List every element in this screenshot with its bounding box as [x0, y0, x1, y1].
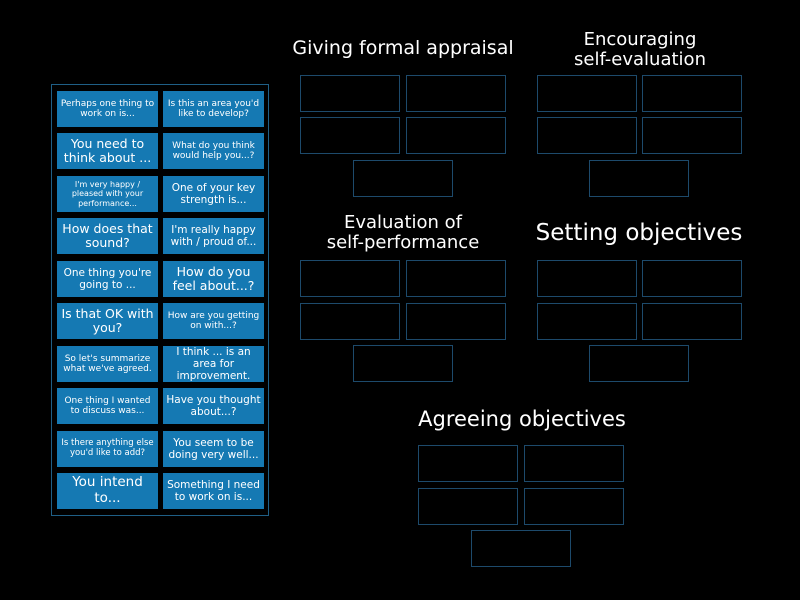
card-text: How are you getting on with...? [167, 310, 260, 331]
card-need-to-work-on[interactable]: Something I need to work on is... [163, 473, 264, 509]
card-bank [51, 84, 269, 516]
drop-slot-self-performance-4[interactable] [406, 303, 506, 340]
card-text: Something I need to work on is... [167, 478, 260, 503]
drop-slot-formal-appraisal-1[interactable] [300, 75, 400, 112]
card-text: Have you thought about...? [166, 393, 261, 418]
card-text: One thing I wanted to discuss was... [64, 395, 151, 416]
drop-slot-self-performance-2[interactable] [406, 260, 506, 297]
drop-slot-agreeing-objectives-4[interactable] [524, 488, 624, 525]
group-title-setting-objectives: Setting objectives [535, 220, 743, 246]
drop-slot-setting-objectives-4[interactable] [642, 303, 742, 340]
card-how-does-that-sound[interactable]: How does that sound? [57, 218, 158, 254]
card-summarize[interactable]: So let's summarize what we've agreed. [57, 346, 158, 382]
card-text: So let's summarize what we've agreed. [63, 353, 152, 374]
drop-slot-self-performance-3[interactable] [300, 303, 400, 340]
drop-slot-self-evaluation-1[interactable] [537, 75, 637, 112]
drop-slot-agreeing-objectives-1[interactable] [418, 445, 518, 482]
card-text: You need to think about ... [63, 135, 152, 165]
drop-slot-self-evaluation-2[interactable] [642, 75, 742, 112]
drop-slot-self-evaluation-3[interactable] [537, 117, 637, 154]
card-doing-very-well[interactable]: You seem to be doing very well... [163, 431, 264, 467]
card-wanted-to-discuss[interactable]: One thing I wanted to discuss was... [57, 388, 158, 424]
card-anything-else[interactable]: Is there anything else you'd like to add… [57, 431, 158, 467]
drop-slot-setting-objectives-2[interactable] [642, 260, 742, 297]
card-text: One of your key strength is... [171, 181, 256, 206]
card-text: I'm really happy with / proud of... [170, 223, 257, 248]
card-how-do-you-feel[interactable]: How do you feel about...? [163, 261, 264, 297]
card-area-to-develop[interactable]: Is this an area you'd like to develop? [163, 91, 264, 127]
card-perhaps-one-thing[interactable]: Perhaps one thing to work on is... [57, 91, 158, 127]
group-title-self-evaluation: Encouraging self-evaluation [574, 29, 706, 70]
card-text: Is that OK with you? [61, 305, 154, 335]
drop-slot-agreeing-objectives-5[interactable] [471, 530, 571, 567]
card-you-need-to-think[interactable]: You need to think about ... [57, 133, 158, 169]
card-text: I think ... is an area for improvement. [176, 346, 251, 382]
drop-slot-setting-objectives-3[interactable] [537, 303, 637, 340]
card-going-to[interactable]: One thing you're going to ... [57, 261, 158, 297]
drop-slot-formal-appraisal-5[interactable] [353, 160, 453, 197]
drop-slot-agreeing-objectives-3[interactable] [418, 488, 518, 525]
card-text: I'm very happy / pleased with your perfo… [71, 180, 144, 208]
drop-slot-self-performance-5[interactable] [353, 345, 453, 382]
drop-slot-self-evaluation-5[interactable] [589, 160, 689, 197]
card-you-intend-to[interactable]: You intend to... [57, 473, 158, 509]
card-getting-on-with[interactable]: How are you getting on with...? [163, 303, 264, 339]
drop-slot-formal-appraisal-3[interactable] [300, 117, 400, 154]
card-very-happy[interactable]: I'm very happy / pleased with your perfo… [57, 176, 158, 212]
drop-slot-formal-appraisal-4[interactable] [406, 117, 506, 154]
card-text: Is this an area you'd like to develop? [167, 98, 260, 119]
card-text: Is there anything else you'd like to add… [61, 438, 154, 458]
card-text: What do you think would help you...? [172, 140, 255, 161]
drop-slot-agreeing-objectives-2[interactable] [524, 445, 624, 482]
card-key-strength[interactable]: One of your key strength is... [163, 176, 264, 212]
drop-slot-self-performance-1[interactable] [300, 260, 400, 297]
card-text: One thing you're going to ... [63, 266, 152, 291]
drop-slot-formal-appraisal-2[interactable] [406, 75, 506, 112]
card-area-for-improvement[interactable]: I think ... is an area for improvement. [163, 346, 264, 382]
card-text: You seem to be doing very well... [168, 436, 259, 461]
drop-slot-setting-objectives-1[interactable] [537, 260, 637, 297]
card-text: Perhaps one thing to work on is... [60, 98, 155, 119]
group-title-self-performance: Evaluation of self-performance [326, 212, 480, 253]
group-title-formal-appraisal: Giving formal appraisal [292, 37, 514, 59]
card-text: How does that sound? [62, 220, 153, 250]
group-title-agreeing-objectives: Agreeing objectives [418, 407, 626, 431]
card-text: How do you feel about...? [172, 263, 255, 293]
card-what-would-help[interactable]: What do you think would help you...? [163, 133, 264, 169]
drop-slot-self-evaluation-4[interactable] [642, 117, 742, 154]
card-is-that-ok[interactable]: Is that OK with you? [57, 303, 158, 339]
card-have-you-thought[interactable]: Have you thought about...? [163, 388, 264, 424]
card-really-happy[interactable]: I'm really happy with / proud of... [163, 218, 264, 254]
drop-slot-setting-objectives-5[interactable] [589, 345, 689, 382]
card-text: You intend to... [72, 474, 143, 506]
